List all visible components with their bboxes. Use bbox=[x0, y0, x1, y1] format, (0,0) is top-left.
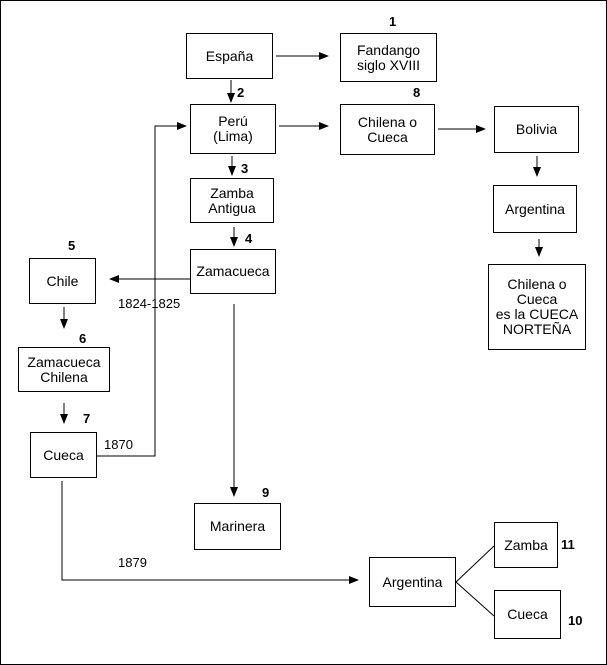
branch-argentina-zamba bbox=[455, 545, 495, 583]
node-chilena-o-cueca: Chilena o Cueca bbox=[340, 104, 435, 155]
step-number-3: 3 bbox=[241, 161, 249, 176]
step-number-7: 7 bbox=[83, 411, 91, 426]
year-label-1824-1825: 1824-1825 bbox=[118, 296, 181, 311]
node-cueca-nortena: Chilena o Cueca es la CUECA NORTEÑA bbox=[488, 264, 586, 350]
year-label-1870: 1870 bbox=[104, 437, 133, 452]
node-cueca-south: Cueca bbox=[494, 590, 561, 639]
arrow-cueca-argentina-1879 bbox=[61, 481, 359, 584]
node-zamba-antigua: Zamba Antigua bbox=[190, 178, 274, 223]
node-marinera: Marinera bbox=[194, 503, 281, 550]
step-number-8: 8 bbox=[413, 85, 421, 100]
step-number-10: 10 bbox=[568, 613, 583, 628]
node-chile: Chile bbox=[29, 258, 96, 304]
node-zamacueca: Zamacueca bbox=[190, 249, 276, 294]
node-argentina-north: Argentina bbox=[493, 185, 577, 233]
arrow-cueca-peru-1870 bbox=[96, 122, 187, 457]
node-zamba: Zamba bbox=[494, 522, 558, 568]
node-peru: Perú (Lima) bbox=[190, 104, 276, 154]
step-number-6: 6 bbox=[79, 331, 87, 346]
node-bolivia: Bolivia bbox=[494, 106, 579, 153]
node-espana: España bbox=[186, 33, 273, 79]
step-number-5: 5 bbox=[68, 238, 76, 253]
year-label-1879: 1879 bbox=[118, 555, 147, 570]
node-zamacueca-chilena: Zamacueca Chilena bbox=[18, 347, 110, 392]
node-fandango: Fandango siglo XVIII bbox=[340, 33, 437, 82]
step-number-4: 4 bbox=[245, 231, 253, 246]
node-argentina-south: Argentina bbox=[369, 557, 456, 607]
branch-argentina-cueca bbox=[455, 581, 495, 617]
step-number-1: 1 bbox=[389, 14, 397, 29]
step-number-9: 9 bbox=[262, 485, 270, 500]
node-cueca: Cueca bbox=[30, 432, 97, 478]
step-number-11: 11 bbox=[561, 537, 575, 552]
step-number-2: 2 bbox=[237, 85, 245, 100]
